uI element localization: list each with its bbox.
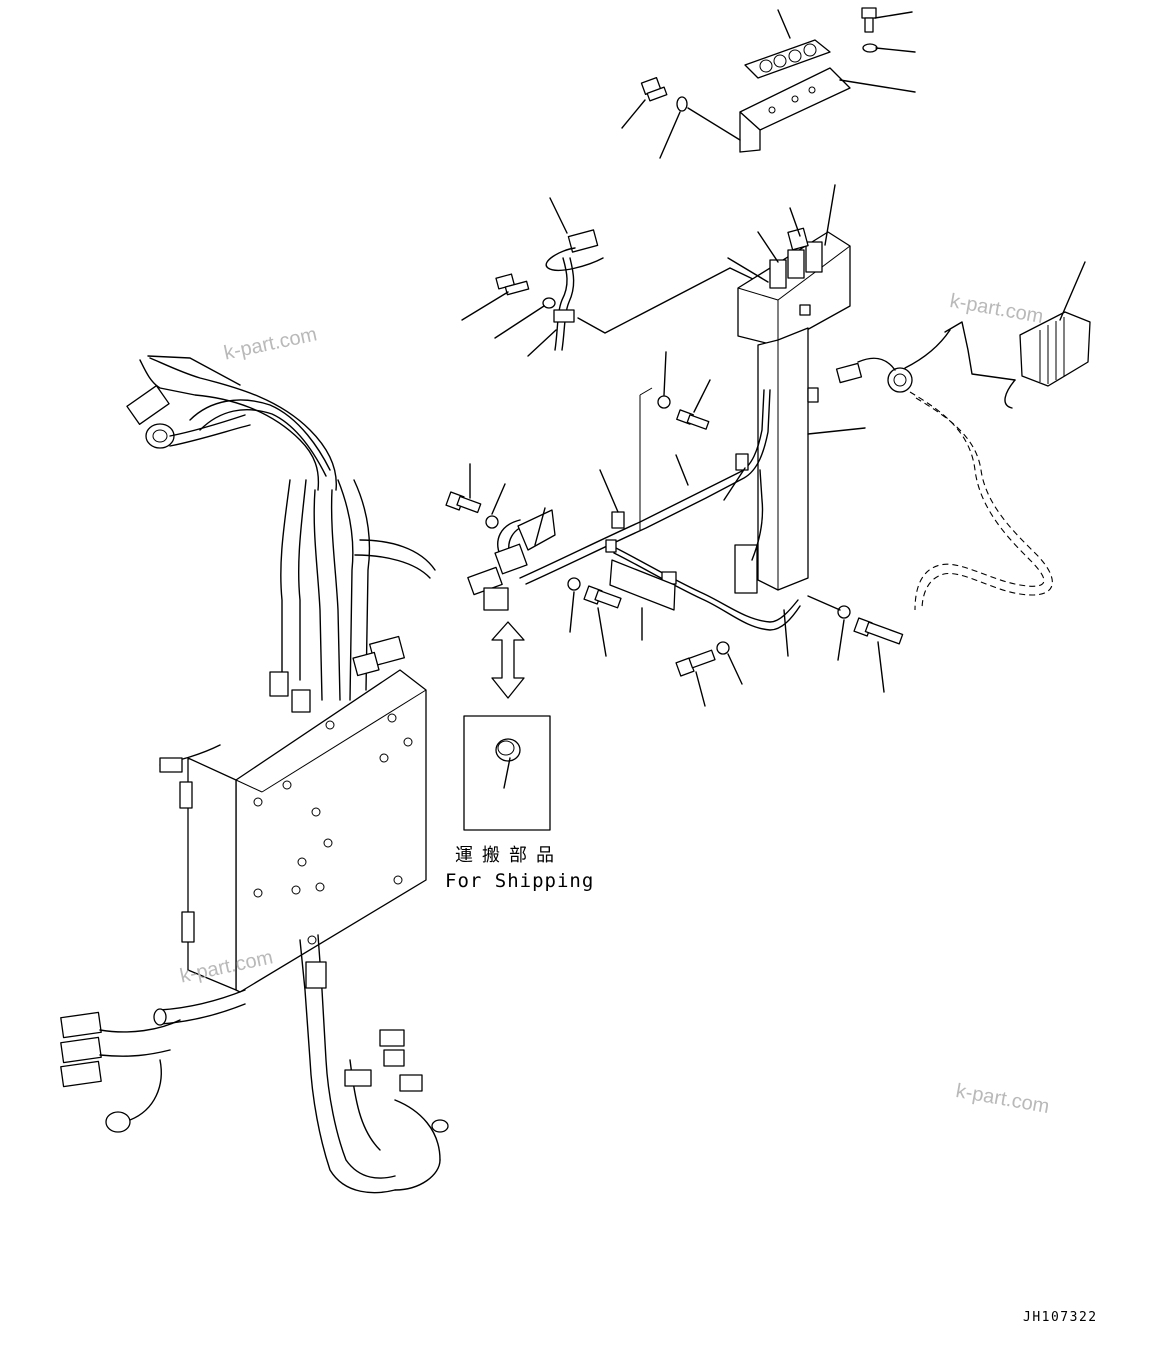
upper-harness [461,197,781,357]
shipping-label-japanese: 運搬部品 [455,845,563,866]
shipping-label-english: For Shipping [445,870,595,892]
vertical-column-assembly [727,184,866,594]
lower-harness [445,351,904,707]
top-bracket-assembly [621,7,916,159]
left-main-harness [60,355,449,1194]
right-sensor-harness [835,261,1091,611]
drawing-id: JH107322 [1023,1310,1098,1325]
shipping-callout [463,621,551,831]
